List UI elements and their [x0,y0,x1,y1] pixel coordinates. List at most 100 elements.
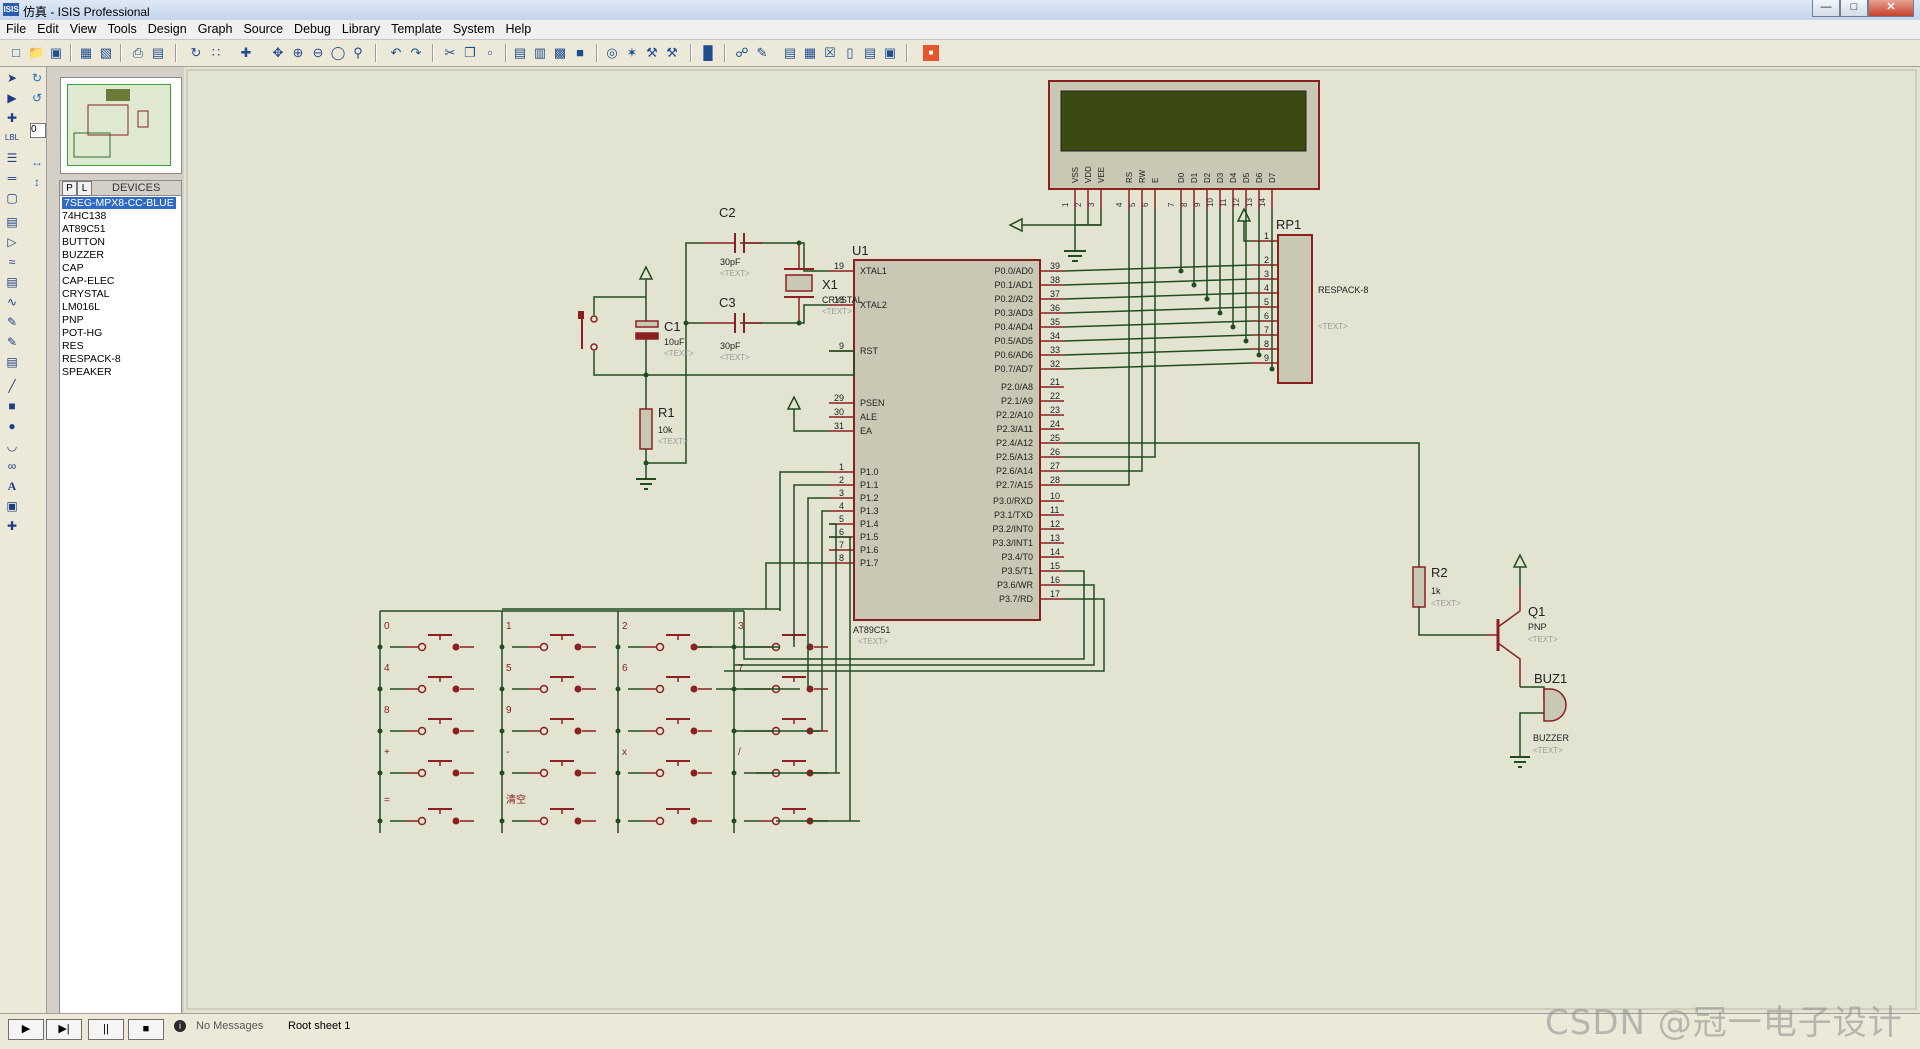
tape-recorder-icon[interactable]: ▤ [6,275,18,289]
box-mode-icon[interactable]: ■ [8,399,16,413]
menu-design[interactable]: Design [147,22,187,36]
close-button[interactable]: ✕ [1868,0,1914,17]
device-item[interactable]: PNP [62,314,84,326]
symbol-mode-icon[interactable]: ▣ [6,499,18,513]
rotation-angle-field[interactable]: 0 [30,123,46,138]
goto-sheet-icon[interactable]: ▯ [846,45,854,60]
print-icon[interactable]: ⎙ [132,45,144,60]
menu-source[interactable]: Source [243,22,284,36]
status-messages[interactable]: No Messages [196,1020,264,1032]
import-icon[interactable]: ▦ [79,45,93,60]
block-copy-icon[interactable]: ▤ [513,45,527,60]
pause-button[interactable]: || [88,1019,124,1040]
play-button[interactable]: ▶ [8,1019,44,1040]
device-item[interactable]: AT89C51 [62,223,106,235]
new-file-icon[interactable]: □ [12,45,20,60]
wire-autorouter-icon[interactable]: █ [703,45,713,60]
path-mode-icon[interactable]: ∞ [7,459,17,473]
save-icon[interactable]: ▣ [49,45,63,60]
circle-mode-icon[interactable]: ● [8,419,16,433]
zoom-area-icon[interactable]: ⚲ [353,45,363,60]
library-manager-button[interactable]: L [77,181,92,196]
menu-system[interactable]: System [452,22,495,36]
graph-mode-icon[interactable]: ≈ [8,255,16,269]
open-folder-icon[interactable]: 📁 [28,45,45,60]
menu-file[interactable]: File [6,22,27,36]
device-item[interactable]: CAP [62,262,84,274]
block-delete-icon[interactable]: ■ [576,45,584,60]
minimize-button[interactable]: — [1812,0,1840,17]
device-item[interactable]: CRYSTAL [62,288,110,300]
bus-mode-icon[interactable]: ═ [7,171,17,185]
print-area-icon[interactable]: ▤ [151,45,165,60]
virtual-instrument-icon[interactable]: ▤ [6,355,18,369]
device-item[interactable]: RESPACK-8 [62,353,121,365]
pick-devices-button[interactable]: P [62,181,77,196]
menu-library[interactable]: Library [341,22,381,36]
zoom-out-icon[interactable]: ⊖ [312,45,324,60]
undo-icon[interactable]: ↶ [390,45,402,60]
device-item[interactable]: LM016L [62,301,100,313]
copy-icon[interactable]: ❐ [464,45,476,60]
remove-sheet-icon[interactable]: ☒ [824,45,836,60]
marker-mode-icon[interactable]: ✚ [6,519,18,533]
menu-tools[interactable]: Tools [107,22,137,36]
origin-icon[interactable]: ✚ [240,45,252,60]
junction-mode-icon[interactable]: ✚ [6,111,18,125]
menu-help[interactable]: Help [505,22,532,36]
text-script-mode-icon[interactable]: ☰ [6,151,18,165]
add-sheet-icon[interactable]: ▦ [803,45,817,60]
paste-icon[interactable]: ▫ [487,45,493,60]
cut-icon[interactable]: ✂ [444,45,456,60]
generator-mode-icon[interactable]: ∿ [6,295,18,309]
menu-graph[interactable]: Graph [197,22,233,36]
menu-view[interactable]: View [69,22,97,36]
line-mode-icon[interactable]: ╱ [8,379,16,393]
mirror-y-icon[interactable]: ↕ [34,175,40,189]
refresh-icon[interactable]: ↻ [190,45,202,60]
zoom-all-icon[interactable]: ◯ [330,45,346,60]
property-tool-icon[interactable]: ✎ [756,45,768,60]
mirror-x-icon[interactable]: ↔ [31,155,43,169]
component-mode-icon[interactable]: ▶ [7,91,17,105]
stop-button[interactable]: ■ [128,1019,164,1040]
menu-debug[interactable]: Debug [294,22,331,36]
pick-device-icon[interactable]: ◎ [606,45,618,60]
rotate-clockwise-icon[interactable]: ↻ [31,71,43,85]
device-item[interactable]: 74HC138 [62,210,107,222]
maximize-button[interactable]: □ [1840,0,1868,17]
text-mode-icon[interactable]: A [7,479,17,493]
redo-icon[interactable]: ↷ [410,45,422,60]
decompose-icon[interactable]: ⚒ [666,45,678,60]
wire-label-mode-icon[interactable]: LBL [4,133,20,142]
ares-icon[interactable]: ■ [923,45,939,61]
device-item[interactable]: CAP-ELEC [62,275,115,287]
step-button[interactable]: ▶| [46,1019,82,1040]
voltage-probe-icon[interactable]: ✎ [6,315,18,329]
select-mode-icon[interactable]: ➤ [6,71,18,85]
packaging-tool-icon[interactable]: ⚒ [646,45,658,60]
device-item[interactable]: 7SEG-MPX8-CC-BLUE [62,197,176,209]
make-device-icon[interactable]: ✶ [626,45,638,60]
overview-window[interactable] [60,77,182,174]
menu-edit[interactable]: Edit [37,22,59,36]
new-sheet-icon[interactable]: ▤ [783,45,797,60]
block-rotate-icon[interactable]: ▩ [553,45,567,60]
subcircuit-mode-icon[interactable]: ▢ [6,191,18,205]
zoom-in-icon[interactable]: ⊕ [292,45,304,60]
block-move-icon[interactable]: ▥ [533,45,547,60]
device-item[interactable]: SPEAKER [62,366,112,378]
device-item[interactable]: POT-HG [62,327,103,339]
terminal-mode-icon[interactable]: ▤ [6,215,18,229]
arc-mode-icon[interactable]: ◡ [6,439,18,453]
rotate-anticlockwise-icon[interactable]: ↺ [31,91,43,105]
search-tag-icon[interactable]: ☍ [735,45,749,60]
bill-of-materials-icon[interactable]: ▤ [863,45,877,60]
erc-report-icon[interactable]: ▣ [883,45,897,60]
pan-icon[interactable]: ✥ [272,45,284,60]
device-item[interactable]: BUTTON [62,236,105,248]
device-item[interactable]: RES [62,340,84,352]
pin-mode-icon[interactable]: ▷ [7,235,17,249]
export-icon[interactable]: ▧ [99,45,113,60]
